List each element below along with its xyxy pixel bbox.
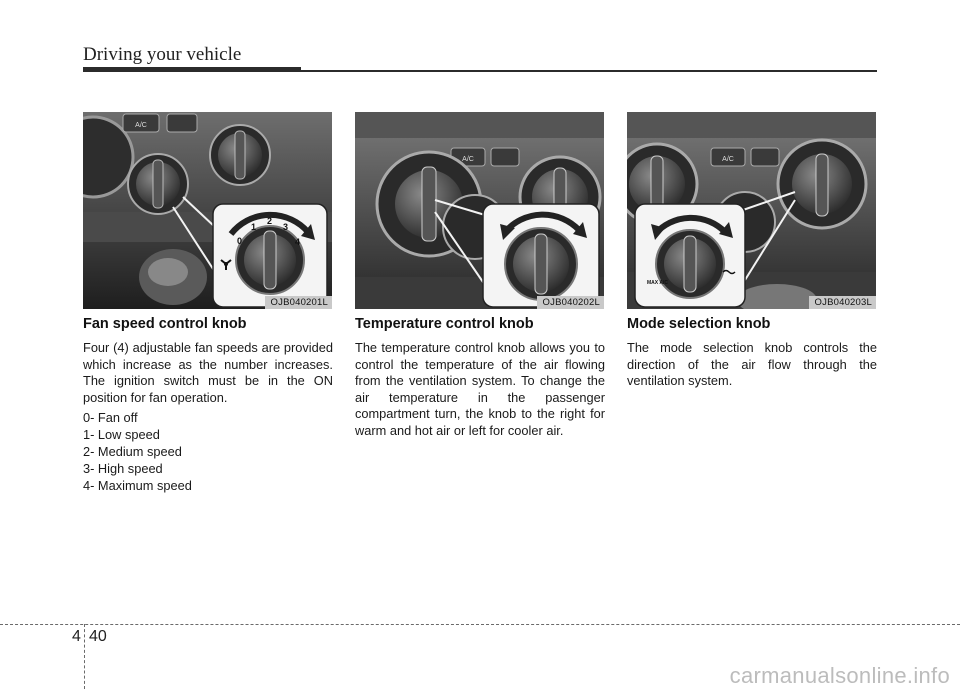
section-heading: Temperature control knob — [355, 316, 534, 332]
footer-divider — [84, 624, 85, 689]
max-ac-label: MAX A/C — [647, 280, 668, 286]
figure-code: OJB040203L — [808, 296, 876, 309]
ac-button-label: A/C — [722, 156, 734, 163]
figure-temperature: A/C OJB040202L — [355, 112, 604, 309]
figure-code: OJB040201L — [264, 296, 332, 309]
section-mode: Mode selection knob The mode selection k… — [627, 316, 877, 390]
section-body: The mode selection knob controls the dir… — [627, 340, 877, 389]
fan-label-1: 1 — [251, 222, 256, 232]
watermark: carmanualsonline.info — [729, 663, 950, 688]
section-heading: Mode selection knob — [627, 316, 771, 332]
figure-code: OJB040202L — [536, 296, 604, 309]
fan-icon — [220, 259, 232, 270]
ac-button-label: A/C — [135, 122, 147, 129]
section-temperature: Temperature control knob The temperature… — [355, 316, 605, 440]
fan-label-3: 3 — [283, 222, 288, 232]
figure-fan-speed: A/C 0 1 2 3 4 OJB040201L — [83, 112, 332, 309]
page-title: Driving your vehicle — [83, 44, 242, 65]
chapter-number: 4 — [72, 628, 81, 645]
header-rule-thin — [300, 70, 877, 72]
list-item: 4- Maximum speed — [83, 478, 192, 494]
figure-mode: A/C MAX A/C OJB040203L — [627, 112, 876, 309]
mode-illustration: A/C MAX A/C — [627, 112, 876, 309]
footer-rule — [0, 624, 960, 625]
ac-button-label: A/C — [462, 156, 474, 163]
fan-speed-list: 0- Fan off 1- Low speed 2- Medium speed … — [83, 409, 333, 494]
temperature-illustration: A/C — [355, 112, 604, 309]
fan-label-4: 4 — [295, 237, 300, 247]
page-number: 40 — [89, 628, 107, 645]
section-heading: Fan speed control knob — [83, 316, 247, 332]
list-item: 3- High speed — [83, 461, 163, 477]
list-item: 2- Medium speed — [83, 444, 182, 460]
section-fan-speed: Fan speed control knob Four (4) adjustab… — [83, 316, 333, 494]
fan-label-2: 2 — [267, 216, 272, 226]
list-item: 0- Fan off — [83, 410, 138, 426]
list-item: 1- Low speed — [83, 427, 160, 443]
section-body: The temperature control knob allows you … — [355, 340, 605, 438]
fan-speed-illustration: A/C 0 1 2 3 4 — [83, 112, 332, 309]
defrost-icon — [722, 269, 736, 275]
fan-label-0: 0 — [237, 236, 242, 246]
header-rule-thick — [83, 67, 301, 72]
section-body: Four (4) adjustable fan speeds are provi… — [83, 340, 333, 405]
